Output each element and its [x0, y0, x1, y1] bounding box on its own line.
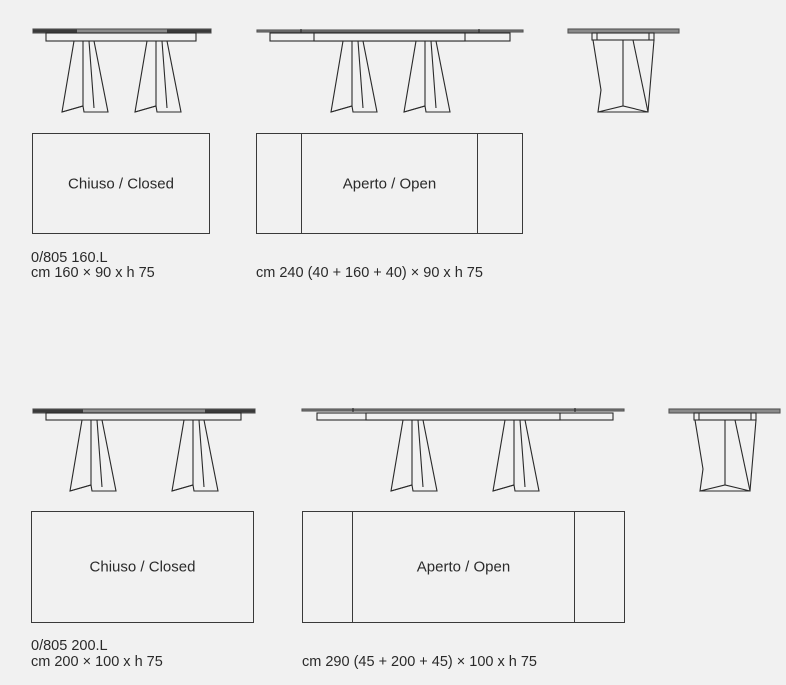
open-dimensions: cm 240 (40 + 160 + 40) × 90 x h 75 — [256, 265, 483, 281]
extension-leaf-left — [257, 134, 302, 233]
model-code: 0/805 200.L — [31, 638, 108, 654]
open-label: Aperto / Open — [342, 175, 437, 192]
front-view-open-290 — [301, 408, 625, 492]
leg-icon — [390, 419, 438, 492]
leg-icon — [171, 419, 219, 492]
leg-icon — [330, 40, 378, 113]
plan-open-240: Aperto / Open — [256, 133, 523, 234]
closed-dimensions: cm 200 × 100 x h 75 — [31, 654, 163, 670]
leg-icon — [492, 419, 540, 492]
closed-dimensions: cm 160 × 90 x h 75 — [31, 265, 155, 281]
front-view-closed-160 — [32, 28, 212, 113]
model-code: 0/805 160.L — [31, 250, 108, 266]
plan-closed-160: Chiuso / Closed — [32, 133, 210, 234]
extension-leaf-right — [574, 512, 624, 622]
closed-label: Chiuso / Closed — [89, 558, 196, 576]
leg-icon — [403, 40, 451, 113]
front-view-closed-200 — [32, 408, 256, 492]
extension-leaf-left — [303, 512, 353, 622]
plan-open-290: Aperto / Open — [302, 511, 625, 623]
leg-icon — [61, 40, 109, 113]
side-view-160 — [567, 28, 680, 113]
leg-icon — [134, 40, 182, 113]
extension-leaf-right — [477, 134, 522, 233]
front-view-open-240 — [256, 29, 524, 113]
closed-label: Chiuso / Closed — [68, 175, 174, 192]
side-view-200 — [668, 408, 781, 492]
leg-icon — [69, 419, 117, 492]
open-label: Aperto / Open — [416, 558, 511, 576]
open-dimensions: cm 290 (45 + 200 + 45) × 100 x h 75 — [302, 654, 537, 670]
plan-closed-200: Chiuso / Closed — [31, 511, 254, 623]
